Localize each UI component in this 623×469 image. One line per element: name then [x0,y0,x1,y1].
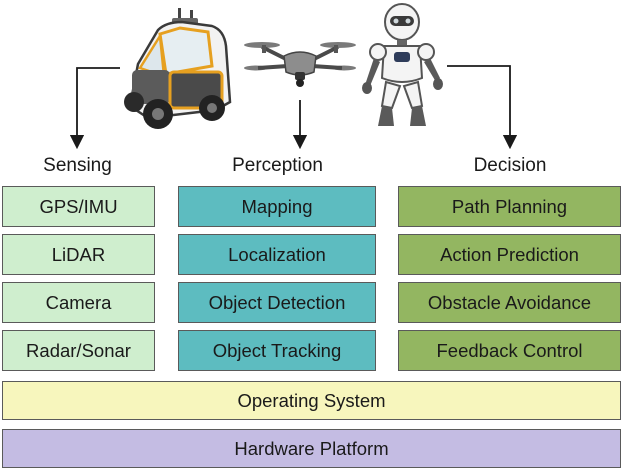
sensing-item: LiDAR [2,234,155,275]
sensing-item: Camera [2,282,155,323]
arrow-vehicle-to-sensing [69,67,120,150]
sensing-item: Radar/Sonar [2,330,155,371]
perception-item: Object Tracking [178,330,376,371]
hardware-platform-layer: Hardware Platform [2,429,621,468]
decision-item: Action Prediction [398,234,621,275]
perception-item: Object Detection [178,282,376,323]
decision-title: Decision [473,155,547,176]
perception-item: Localization [178,234,376,275]
decision-item: Obstacle Avoidance [398,282,621,323]
decision-item: Feedback Control [398,330,621,371]
sensing-title: Sensing [43,155,112,176]
autonomous-car-icon [124,8,232,129]
perception-title: Perception [232,155,323,176]
arrow-robot-to-decision [447,65,518,150]
humanoid-robot-icon [362,3,443,126]
sensing-item: GPS/IMU [2,186,155,227]
perception-item: Mapping [178,186,376,227]
decision-item: Path Planning [398,186,621,227]
operating-system-layer: Operating System [2,381,621,420]
drone-icon [244,42,356,87]
